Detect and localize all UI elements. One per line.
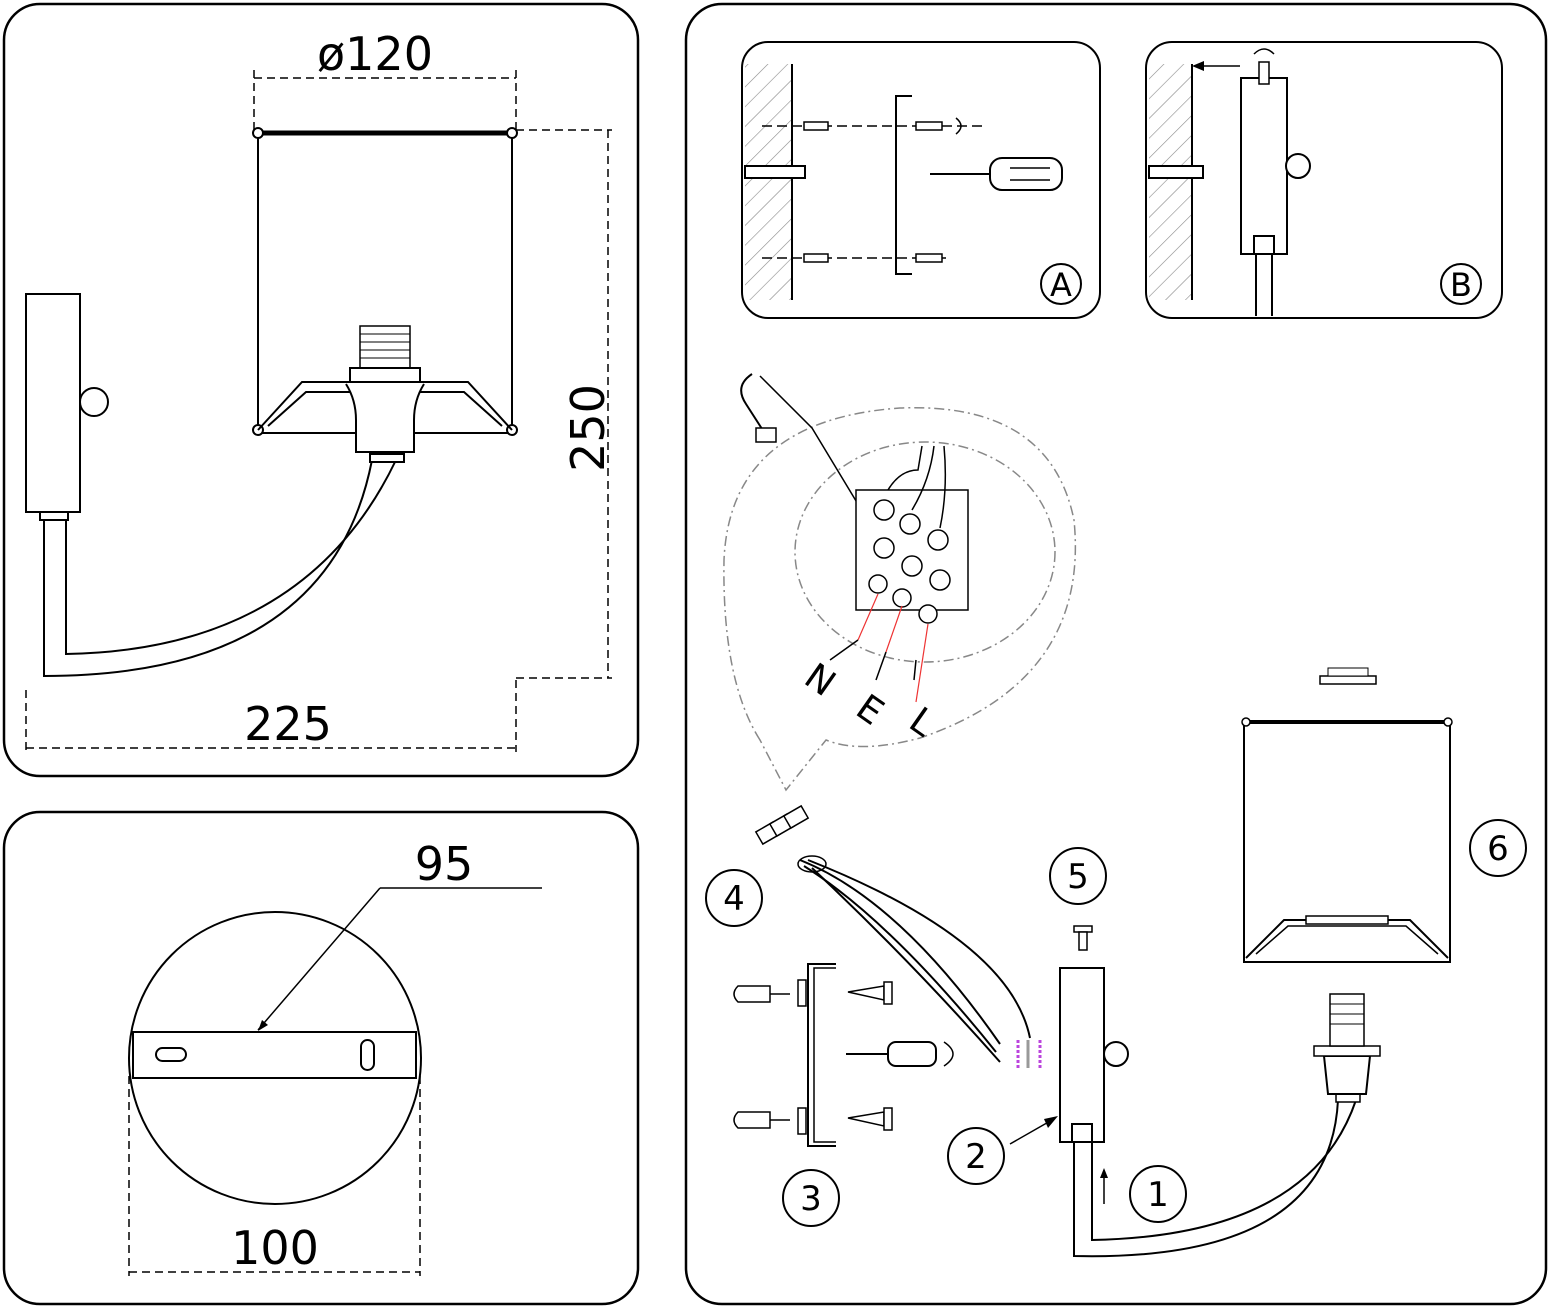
screw-icon [847, 1107, 893, 1131]
plate-width-label: 100 [231, 1221, 319, 1275]
mount-box-b [1240, 77, 1288, 255]
step-6-label: 6 [1487, 829, 1509, 869]
wire-e-label: E [849, 687, 891, 734]
wiring-callout: N E L [723, 373, 1077, 792]
wall-anchor-icon [733, 985, 790, 1003]
lamp-socket [359, 325, 411, 371]
socket-icon [1329, 993, 1365, 1047]
installation-panel: A B [684, 2, 1548, 1306]
screwdriver-icon [846, 1041, 954, 1067]
screwdriver-icon [930, 157, 1063, 191]
curved-arm [43, 459, 373, 678]
screw-icon [1073, 925, 1093, 951]
inset-b: B [1145, 41, 1503, 319]
terminal-block [855, 445, 969, 624]
shade-assembly [1241, 667, 1453, 963]
switch-knob [79, 387, 109, 417]
inset-a: A [741, 41, 1101, 319]
wire-n-label: N [797, 656, 843, 705]
wire-harness [754, 804, 1042, 1068]
base-assembly [1009, 925, 1381, 1258]
depth-label: 225 [244, 697, 332, 751]
dimension-panel-plate: 95 100 [2, 810, 640, 1306]
wall-anchor-icon [733, 1111, 790, 1129]
bracket-profile [895, 95, 912, 275]
inset-a-label: A [1050, 266, 1072, 304]
bracket-kit [733, 963, 954, 1147]
step-5-label: 5 [1067, 857, 1089, 897]
inset-b-label: B [1450, 266, 1472, 304]
screw-icon [847, 981, 893, 1005]
step-1-label: 1 [1147, 1175, 1169, 1215]
step-2-label: 2 [965, 1137, 987, 1177]
shade-diameter-label: ø120 [317, 27, 433, 81]
arm-curve [1073, 1099, 1339, 1258]
dimension-panel-side: ø120 250 225 [2, 2, 640, 778]
wall-mount-box [25, 293, 81, 513]
wire-l-label: L [902, 700, 942, 745]
base-box [1059, 967, 1105, 1143]
step-4-label: 4 [723, 879, 745, 919]
step-3-label: 3 [800, 1179, 822, 1219]
plate-diameter-label: 95 [415, 837, 474, 891]
height-label: 250 [561, 384, 615, 472]
